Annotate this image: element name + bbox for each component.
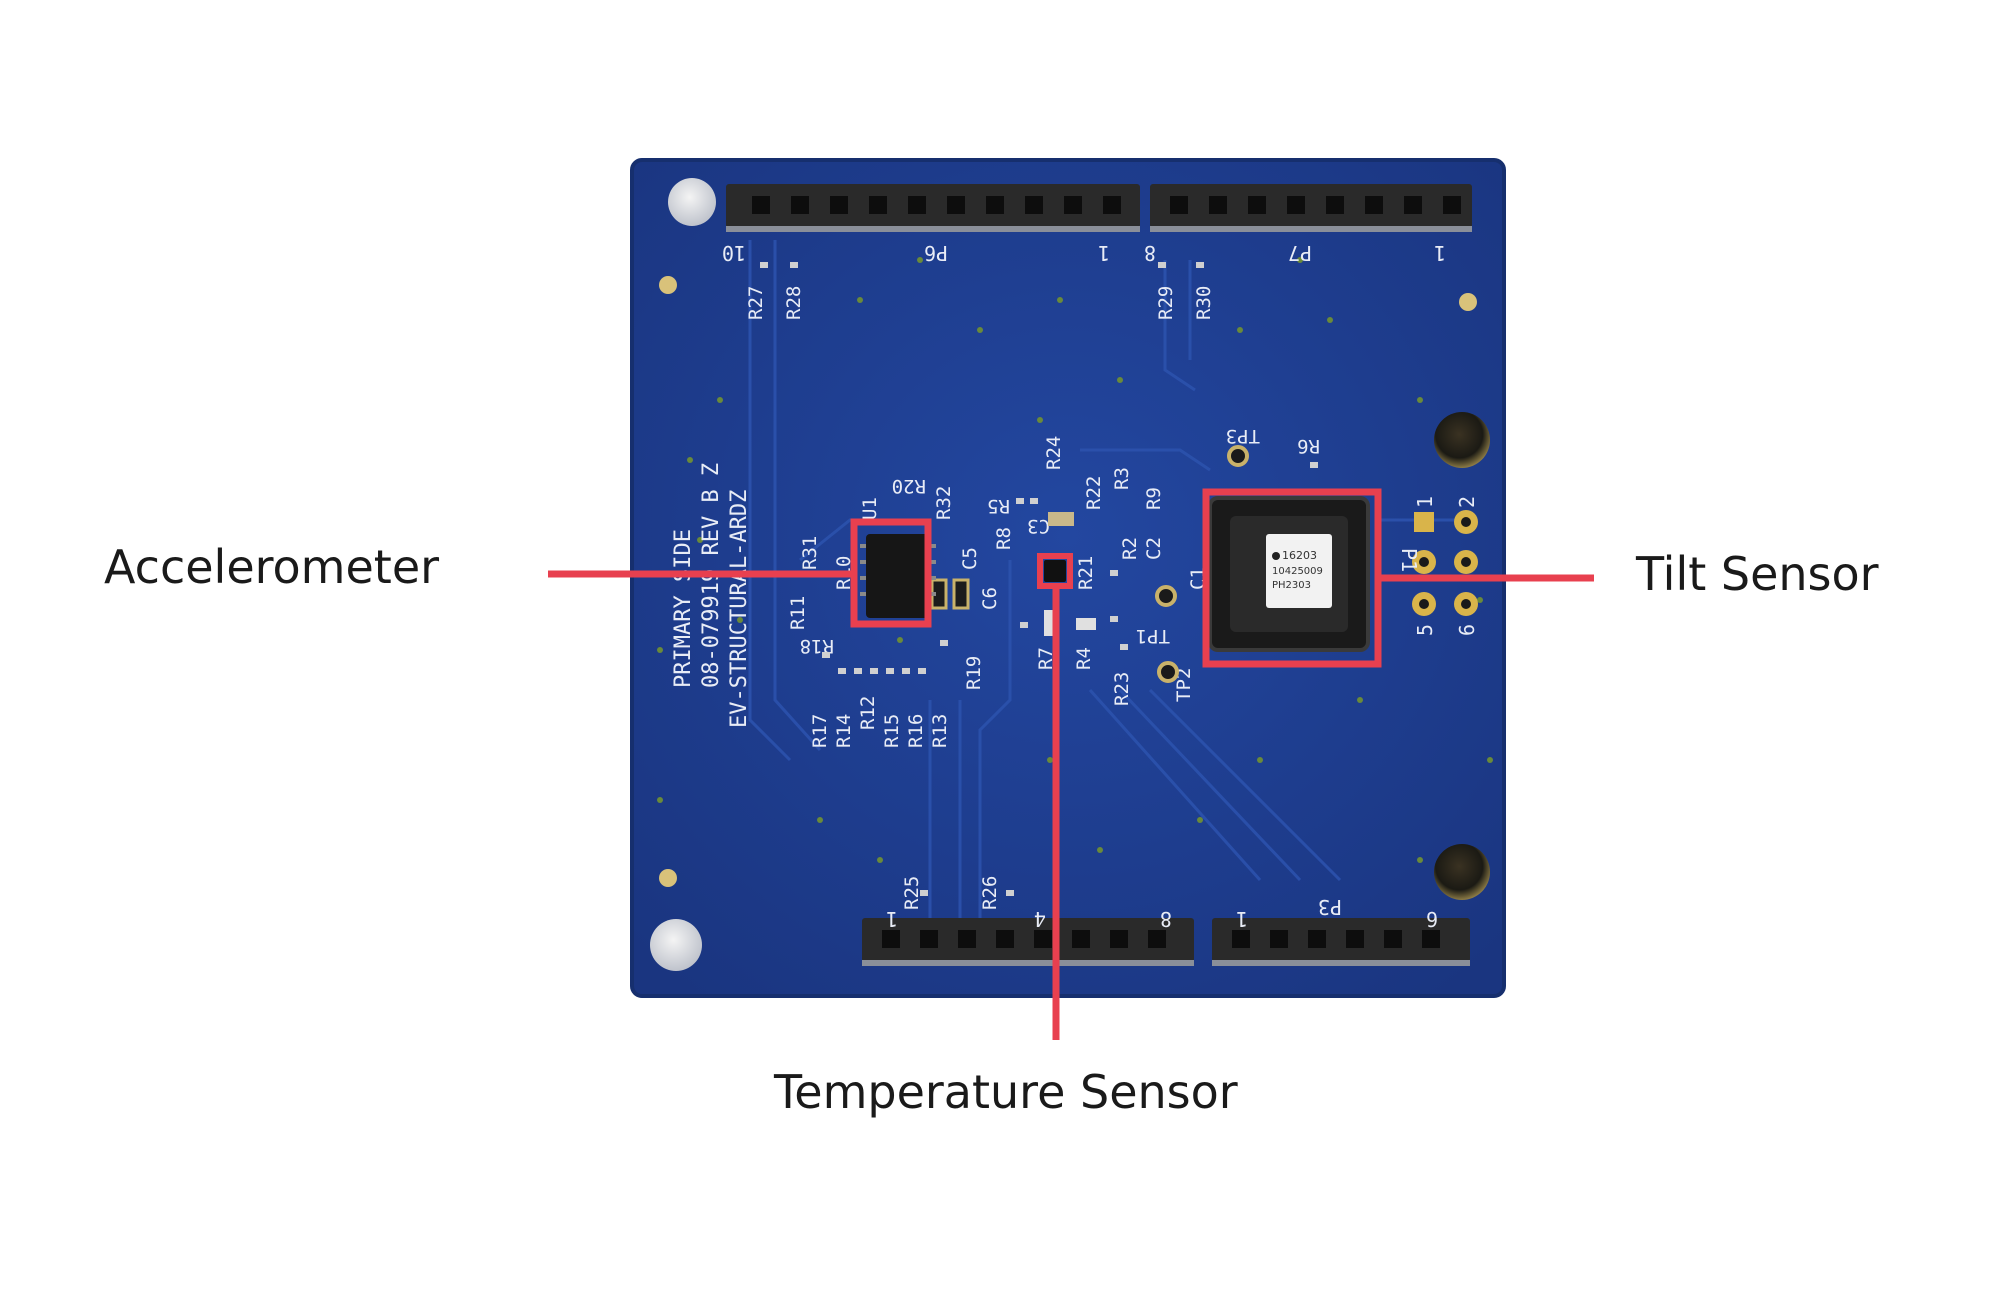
res-r17: R17: [809, 714, 831, 748]
header-bottom-left: [862, 918, 1194, 966]
res-r30: R30: [1193, 286, 1215, 320]
pin-bottom-right-end: 6: [1426, 907, 1438, 931]
header-p7: [1150, 184, 1472, 232]
res-r2: R2: [1119, 537, 1141, 560]
res-r13: R13: [929, 714, 951, 748]
res-r19: R19: [963, 656, 985, 690]
accelerometer-label: Accelerometer: [104, 540, 440, 594]
mounting-hole-right-upper: [1434, 412, 1490, 468]
pin-side-6: 6: [1455, 624, 1479, 636]
res-r32: R32: [933, 486, 955, 520]
res-r22: R22: [1083, 476, 1105, 510]
pin-side-2: 2: [1455, 496, 1479, 508]
res-r3: R3: [1111, 467, 1133, 490]
mounting-hole-bottom-left: [650, 919, 702, 971]
comp-c6: C6: [979, 587, 1001, 610]
tilt-sensor-label: Tilt Sensor: [1636, 547, 1879, 601]
temperature-sensor-label: Temperature Sensor: [774, 1065, 1238, 1119]
res-r9: R9: [1143, 487, 1165, 510]
tilt-sensor-module: 16203 10425009 PH2303: [1208, 496, 1370, 652]
silk-line-1: PRIMARY SIDE: [671, 529, 696, 688]
comp-c2: C2: [1143, 537, 1165, 560]
res-r16: R16: [905, 714, 927, 748]
small-pad-left-top: [659, 276, 677, 294]
res-r31: R31: [799, 536, 821, 570]
res-r26: R26: [979, 876, 1001, 910]
component-silkscreen: R27 R28 R29 R30 R25 R26 R24 R22 R3 R9 R2…: [745, 286, 1320, 910]
comp-c5: C5: [959, 547, 981, 570]
pin-top-right-start: 8: [1144, 241, 1156, 265]
res-r15: R15: [881, 714, 903, 748]
small-pad-left-bottom: [659, 869, 677, 887]
pin-side-5: 5: [1413, 624, 1437, 636]
res-r25: R25: [901, 876, 923, 910]
test-point-tp1: [1155, 585, 1177, 607]
res-r8: R8: [993, 527, 1015, 550]
label-p3: P3: [1318, 895, 1342, 919]
comp-tp2: TP2: [1173, 668, 1195, 702]
comp-tp3: TP3: [1226, 425, 1260, 447]
test-point-tp3: [1227, 445, 1249, 467]
res-r27: R27: [745, 286, 767, 320]
test-point-tp2: [1157, 661, 1179, 683]
smd-parts: [760, 262, 1318, 896]
pin-top-left-end: 1: [1098, 241, 1110, 265]
header-p3: [1212, 918, 1470, 966]
res-r24: R24: [1043, 436, 1065, 470]
pin-bottom-left-end: 8: [1160, 907, 1172, 931]
mounting-hole-top-left: [668, 178, 716, 226]
pin-top-left-start: 10: [722, 241, 746, 265]
label-p1: P1: [1397, 548, 1421, 572]
pin-bottom-left-mid: 4: [1034, 907, 1046, 931]
label-p6: P6: [924, 241, 948, 265]
res-r5: R5: [987, 495, 1010, 517]
label-p7: P7: [1288, 241, 1312, 265]
res-r18: R18: [800, 635, 834, 657]
comp-u1: U1: [859, 497, 881, 520]
res-r29: R29: [1155, 286, 1177, 320]
tilt-chip-line-2: 10425009: [1272, 566, 1323, 577]
pin-bottom-left-start: 1: [886, 907, 898, 931]
pcb-vias: [657, 257, 1493, 863]
temperature-sensor-chip: [1044, 560, 1066, 582]
res-r12: R12: [857, 696, 879, 730]
res-r28: R28: [783, 286, 805, 320]
res-r4: R4: [1073, 647, 1095, 670]
tilt-chip-line-3: PH2303: [1272, 580, 1311, 591]
res-r11: R11: [787, 596, 809, 630]
res-r7: R7: [1035, 647, 1057, 670]
mounting-hole-right-lower: [1434, 844, 1490, 900]
silk-line-3: EV-STRUCTURAL-ARDZ: [727, 490, 752, 728]
res-r6: R6: [1297, 435, 1320, 457]
pin-side-1: 1: [1413, 496, 1437, 508]
pin-bottom-right-start: 1: [1236, 907, 1248, 931]
res-r20: R20: [892, 475, 926, 497]
tilt-chip-line-1: 16203: [1282, 549, 1317, 562]
res-r23: R23: [1111, 672, 1133, 706]
pin-top-right-end: 1: [1434, 241, 1446, 265]
header-silkscreen: P6 P7 P3 P1 10 1 8 1 1 4 8 1 6 1 2 5 6: [722, 241, 1479, 931]
accelerometer-chip: [860, 534, 936, 618]
comp-c3: C3: [1027, 515, 1050, 537]
header-p1: [1412, 510, 1478, 616]
header-p6: [726, 184, 1140, 232]
comp-tp1: TP1: [1136, 625, 1170, 647]
res-r21: R21: [1075, 556, 1097, 590]
small-pad-right: [1459, 293, 1477, 311]
res-r14: R14: [833, 714, 855, 748]
